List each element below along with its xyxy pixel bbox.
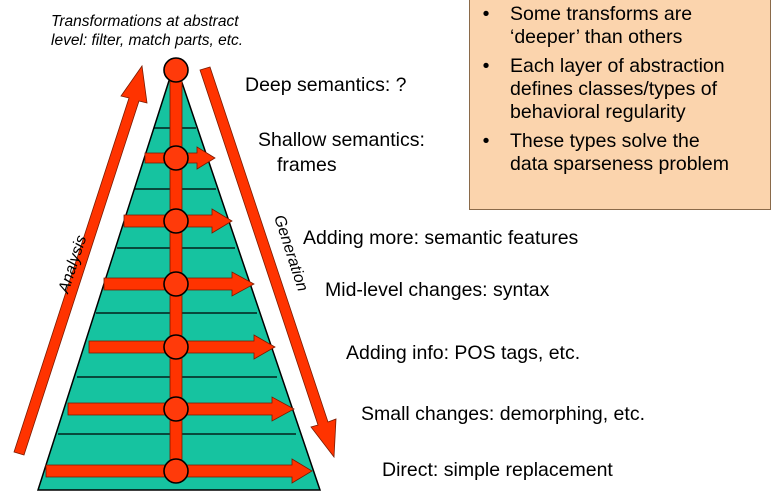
note-item: • Each layer of abstraction defines clas… — [470, 55, 770, 124]
notes-list: • Some transforms are ‘deeper’ than othe… — [470, 0, 770, 176]
note-item: • Some transforms are ‘deeper’ than othe… — [470, 3, 770, 49]
level-label-deep-semantics: Deep semantics: ? — [245, 74, 407, 96]
note-item: • These types solve the data sparseness … — [470, 130, 770, 176]
note-line: behavioral regularity — [510, 101, 686, 123]
note-line: defines classes/types of — [510, 78, 718, 100]
generation-arrow — [199, 66, 337, 459]
level-node — [163, 57, 189, 83]
analysis-arrow — [13, 64, 148, 456]
note-line: Some transforms are — [510, 3, 693, 25]
level-label-shallow-semantics: Shallow semantics: — [258, 129, 425, 151]
level-node — [163, 145, 189, 171]
level-label-syntax: Mid-level changes: syntax — [325, 279, 550, 301]
notes-box: • Some transforms are ‘deeper’ than othe… — [469, 0, 771, 210]
note-line: ‘deeper’ than others — [510, 26, 683, 48]
level-label-shallow-semantics-frames: frames — [277, 154, 337, 176]
level-node — [163, 334, 189, 360]
bullet-glyph: • — [482, 55, 490, 77]
note-line: These types solve the — [510, 130, 700, 152]
note-line: Each layer of abstraction — [510, 55, 725, 77]
bullet-glyph: • — [482, 3, 490, 25]
caption-line-2: level: filter, match parts, etc. — [51, 32, 244, 49]
level-node — [163, 396, 189, 422]
level-node — [163, 208, 189, 234]
level-label-semantic-features: Adding more: semantic features — [303, 227, 579, 249]
level-node — [163, 458, 189, 484]
level-label-pos-tags: Adding info: POS tags, etc. — [346, 342, 581, 364]
note-line: data sparseness problem — [510, 153, 729, 175]
level-node — [163, 271, 189, 297]
level-label-direct: Direct: simple replacement — [382, 459, 613, 481]
level-label-demorphing: Small changes: demorphing, etc. — [361, 403, 645, 425]
diagram-caption: Transformations at abstract level: filte… — [51, 12, 291, 50]
bullet-glyph: • — [482, 130, 490, 152]
level-nodes — [163, 57, 189, 484]
caption-line-1: Transformations at abstract — [51, 13, 239, 30]
